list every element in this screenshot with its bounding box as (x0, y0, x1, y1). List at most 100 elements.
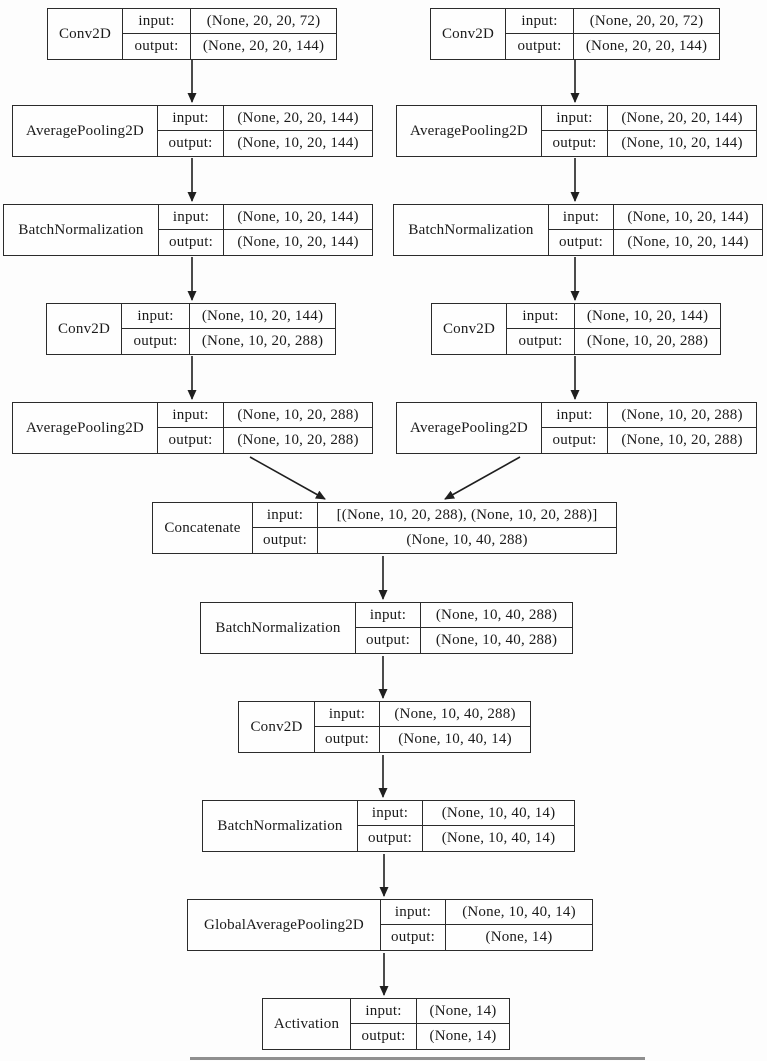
input-label: input: (358, 801, 423, 826)
output-shape: (None, 10, 20, 288) (201, 333, 324, 349)
node-batchnorm-left: BatchNormalization input: (None, 10, 20,… (3, 204, 373, 256)
input-shape: (None, 20, 20, 144) (608, 106, 756, 131)
layer-name: GlobalAveragePooling2D (188, 900, 381, 950)
node-conv2d-left-2: Conv2D input: (None, 10, 20, 144) output… (46, 303, 336, 355)
output-label: output: (158, 428, 224, 453)
node-conv2d-right-1: Conv2D input: (None, 20, 20, 72) output:… (430, 8, 720, 60)
node-avgpool-right-2: AveragePooling2D input: (None, 10, 20, 2… (396, 402, 757, 454)
output-shape: (None, 10, 20, 144) (237, 234, 359, 250)
layer-name: BatchNormalization (4, 205, 159, 255)
output-shape: (None, 10, 40, 288) (406, 532, 528, 548)
output-shape: (None, 10, 20, 144) (627, 234, 749, 250)
layer-name: AveragePooling2D (397, 403, 542, 453)
input-label: input: (549, 205, 614, 230)
layer-name: AveragePooling2D (397, 106, 542, 156)
output-shape: (None, 10, 40, 14) (441, 830, 556, 846)
output-shape: (None, 10, 40, 14) (398, 731, 512, 747)
input-label: input: (315, 702, 380, 727)
output-shape: (None, 14) (429, 1028, 497, 1044)
input-shape: (None, 20, 20, 72) (574, 9, 719, 34)
node-batchnorm-mid-2: BatchNormalization input: (None, 10, 40,… (202, 800, 575, 852)
input-shape: (None, 10, 40, 14) (423, 801, 574, 826)
node-conv2d-mid: Conv2D input: (None, 10, 40, 288) output… (238, 701, 531, 753)
input-shape: [(None, 10, 20, 288), (None, 10, 20, 288… (318, 503, 616, 528)
node-batchnorm-right: BatchNormalization input: (None, 10, 20,… (393, 204, 763, 256)
output-shape: (None, 10, 20, 288) (621, 432, 743, 448)
input-label: input: (356, 603, 421, 628)
output-shape: (None, 10, 20, 144) (237, 135, 359, 151)
node-concatenate: Concatenate input: [(None, 10, 20, 288),… (152, 502, 617, 554)
input-label: input: (253, 503, 318, 528)
output-shape: (None, 20, 20, 144) (202, 38, 325, 54)
layer-name: AveragePooling2D (13, 403, 158, 453)
layer-name: Concatenate (153, 503, 253, 553)
output-shape: (None, 10, 20, 288) (586, 333, 709, 349)
edge-avgpool-right-2-to-concatenate (444, 456, 521, 500)
layer-name: Conv2D (432, 304, 507, 354)
output-label: output: (123, 34, 191, 59)
input-shape: (None, 10, 40, 288) (380, 702, 530, 727)
input-shape: (None, 10, 20, 144) (614, 205, 762, 230)
output-label: output: (351, 1024, 417, 1049)
output-label: output: (381, 925, 446, 950)
node-activation: Activation input: (None, 14) output: (No… (262, 998, 510, 1050)
output-label: output: (549, 230, 614, 255)
edge-avgpool-left-2-to-concatenate (249, 456, 326, 500)
input-label: input: (122, 304, 190, 329)
layer-name: BatchNormalization (203, 801, 358, 851)
output-label: output: (122, 329, 190, 354)
input-label: input: (159, 205, 224, 230)
output-label: output: (158, 131, 224, 156)
input-label: input: (351, 999, 417, 1024)
layer-name: Conv2D (239, 702, 315, 752)
input-shape: (None, 20, 20, 144) (224, 106, 372, 131)
node-avgpool-right-1: AveragePooling2D input: (None, 20, 20, 1… (396, 105, 757, 157)
input-shape: (None, 14) (417, 999, 509, 1024)
layer-name: AveragePooling2D (13, 106, 158, 156)
input-label: input: (506, 9, 574, 34)
output-shape: (None, 20, 20, 144) (585, 38, 708, 54)
input-label: input: (542, 403, 608, 428)
layer-name: BatchNormalization (394, 205, 549, 255)
input-label: input: (158, 403, 224, 428)
input-shape: (None, 10, 40, 288) (421, 603, 572, 628)
layer-name: Conv2D (431, 9, 506, 59)
node-avgpool-left-2: AveragePooling2D input: (None, 10, 20, 2… (12, 402, 373, 454)
layer-name: Conv2D (47, 304, 122, 354)
input-shape: (None, 20, 20, 72) (191, 9, 336, 34)
output-label: output: (315, 727, 380, 752)
output-shape: (None, 10, 20, 144) (621, 135, 743, 151)
output-shape: (None, 14) (485, 929, 553, 945)
layer-name: Conv2D (48, 9, 123, 59)
output-label: output: (358, 826, 423, 851)
input-shape: (None, 10, 20, 288) (224, 403, 372, 428)
output-label: output: (542, 428, 608, 453)
input-label: input: (158, 106, 224, 131)
input-shape: (None, 10, 20, 144) (575, 304, 720, 329)
node-global-avgpool: GlobalAveragePooling2D input: (None, 10,… (187, 899, 593, 951)
input-label: input: (123, 9, 191, 34)
output-label: output: (507, 329, 575, 354)
output-label: output: (253, 528, 318, 553)
output-label: output: (356, 628, 421, 653)
input-shape: (None, 10, 40, 14) (446, 900, 592, 925)
node-conv2d-left-1: Conv2D input: (None, 20, 20, 72) output:… (47, 8, 337, 60)
node-avgpool-left-1: AveragePooling2D input: (None, 20, 20, 1… (12, 105, 373, 157)
output-label: output: (159, 230, 224, 255)
layer-name: Activation (263, 999, 351, 1049)
output-shape: (None, 10, 40, 288) (435, 632, 558, 648)
output-label: output: (542, 131, 608, 156)
input-label: input: (381, 900, 446, 925)
node-batchnorm-mid-1: BatchNormalization input: (None, 10, 40,… (200, 602, 573, 654)
output-label: output: (506, 34, 574, 59)
page-edge-rule (190, 1057, 645, 1060)
layer-name: BatchNormalization (201, 603, 356, 653)
node-conv2d-right-2: Conv2D input: (None, 10, 20, 144) output… (431, 303, 721, 355)
input-label: input: (542, 106, 608, 131)
input-shape: (None, 10, 20, 144) (224, 205, 372, 230)
input-shape: (None, 10, 20, 144) (190, 304, 335, 329)
input-label: input: (507, 304, 575, 329)
output-shape: (None, 10, 20, 288) (237, 432, 359, 448)
